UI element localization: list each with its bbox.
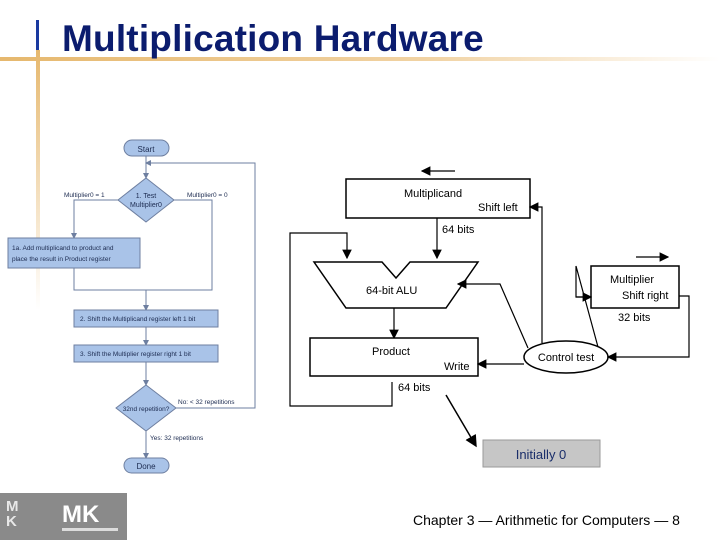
shift-right-label: Shift right [622,290,668,302]
logo-underline [62,528,118,531]
bits-64-a: 64 bits [442,224,475,236]
product-register [309,337,479,377]
title-bar-vertical [36,20,39,50]
multiplier-register [590,265,680,309]
initially-zero-callout [482,439,601,468]
flow-test-diamond [117,177,175,223]
flow-done-node [123,457,170,474]
flow-step-1a-line2: place the result in Product register [12,256,111,263]
flow-yes-label: Yes: 32 repetitions [150,435,204,442]
flow-step-1a-line1: 1a. Add multiplicand to product and [12,245,114,252]
bits-64-b: 64 bits [398,382,431,394]
logo-main-mark: MK [62,501,100,528]
initially-zero-label: Initially 0 [516,447,567,462]
multiplicand-label: Multiplicand [404,188,462,200]
product-label: Product [372,346,410,358]
flow-test-line1: 1. Test [136,193,157,200]
accent-rule-vertical [36,50,40,310]
multiplicand-register [345,178,531,219]
flow-branch-right: Multiplier0 = 0 [187,192,228,199]
multiplier-label: Multiplier [610,274,654,286]
bits-32: 32 bits [618,312,651,324]
flow-decision-label: 32nd repetition? [123,406,170,413]
shift-left-label: Shift left [478,202,518,214]
flow-test-line2: Multiplier0 [130,202,162,209]
alu-label: 64-bit ALU [366,285,417,297]
logo-side-mark: M K [6,498,19,530]
flow-done-label: Done [136,462,156,471]
alu-shape [312,261,480,309]
flow-branch-left: Multiplier0 = 1 [64,192,105,199]
footer-text: Chapter 3 — Arithmetic for Computers — 8 [413,512,680,528]
accent-rule-horizontal [0,57,720,61]
publisher-logo: M K MK [0,493,127,540]
write-label: Write [444,361,469,373]
flow-no-label: No: < 32 repetitions [178,399,235,406]
flow-step-1a [7,237,141,269]
control-test-label: Control test [538,352,594,364]
page-title: Multiplication Hardware [62,18,484,59]
flow-step-2-label: 2. Shift the Multiplicand register left … [80,316,195,323]
flow-step-3-label: 3. Shift the Multiplier register right 1… [80,351,191,358]
flow-start-label: Start [138,145,156,154]
